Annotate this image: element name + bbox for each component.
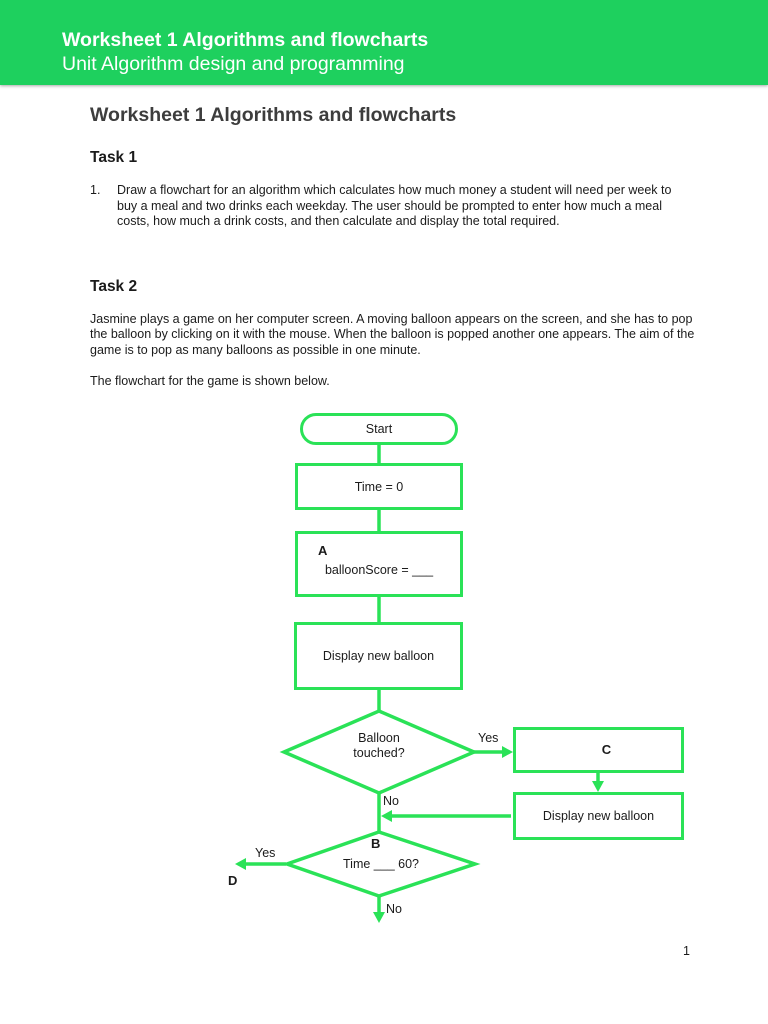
flow-process-display-balloon-2: Display new balloon <box>513 792 684 840</box>
task2-heading: Task 2 <box>90 277 138 295</box>
header-banner: Worksheet 1 Algorithms and flowcharts Un… <box>0 0 768 85</box>
flow-no-label-1: No <box>383 794 399 808</box>
flow-time-label: Time = 0 <box>354 479 404 494</box>
task2-caption: The flowchart for the game is shown belo… <box>90 373 330 388</box>
flow-label-c: C <box>601 742 612 757</box>
document-content: Worksheet 1 Algorithms and flowcharts Ta… <box>0 103 768 389</box>
flow-decision-balloon-touched: Balloon touched? <box>284 731 474 760</box>
decision1-line2: touched? <box>353 745 405 760</box>
flow-start-terminator: Start <box>300 413 458 445</box>
flow-yes-label-2: Yes <box>255 846 276 860</box>
flow-label-b: B <box>371 836 381 851</box>
banner-title: Worksheet 1 Algorithms and flowcharts <box>62 29 429 51</box>
flow-label-a: A <box>318 543 328 558</box>
document-heading: Worksheet 1 Algorithms and flowcharts <box>90 104 457 126</box>
flow-display1-label: Display new balloon <box>322 649 435 663</box>
flow-no-label-2: No <box>386 902 402 916</box>
flow-process-display-balloon-1: Display new balloon <box>294 622 463 690</box>
decision1-line1: Balloon <box>358 731 400 745</box>
flow-process-balloonscore: A balloonScore = ___ <box>295 531 463 597</box>
task1-list-item: 1. Draw a flowchart for an algorithm whi… <box>90 183 690 230</box>
flow-label-d: D <box>228 873 238 888</box>
flow-decision-time: Time ___ 60? <box>343 857 419 871</box>
banner-subtitle: Unit Algorithm design and programming <box>62 53 405 75</box>
flow-start-label: Start <box>365 422 393 436</box>
list-item-number: 1. <box>90 183 101 197</box>
flow-balloonscore-label: balloonScore = ___ <box>324 563 434 577</box>
flow-process-time: Time = 0 <box>295 463 463 510</box>
task1-item-text: Draw a flowchart for an algorithm which … <box>117 183 672 229</box>
task1-heading: Task 1 <box>90 149 138 166</box>
flow-yes-label-1: Yes <box>478 731 499 745</box>
task2-paragraph: Jasmine plays a game on her computer scr… <box>90 311 695 357</box>
flow-process-c: C <box>513 727 684 773</box>
flow-display2-label: Display new balloon <box>542 809 655 823</box>
page-number: 1 <box>683 944 690 958</box>
